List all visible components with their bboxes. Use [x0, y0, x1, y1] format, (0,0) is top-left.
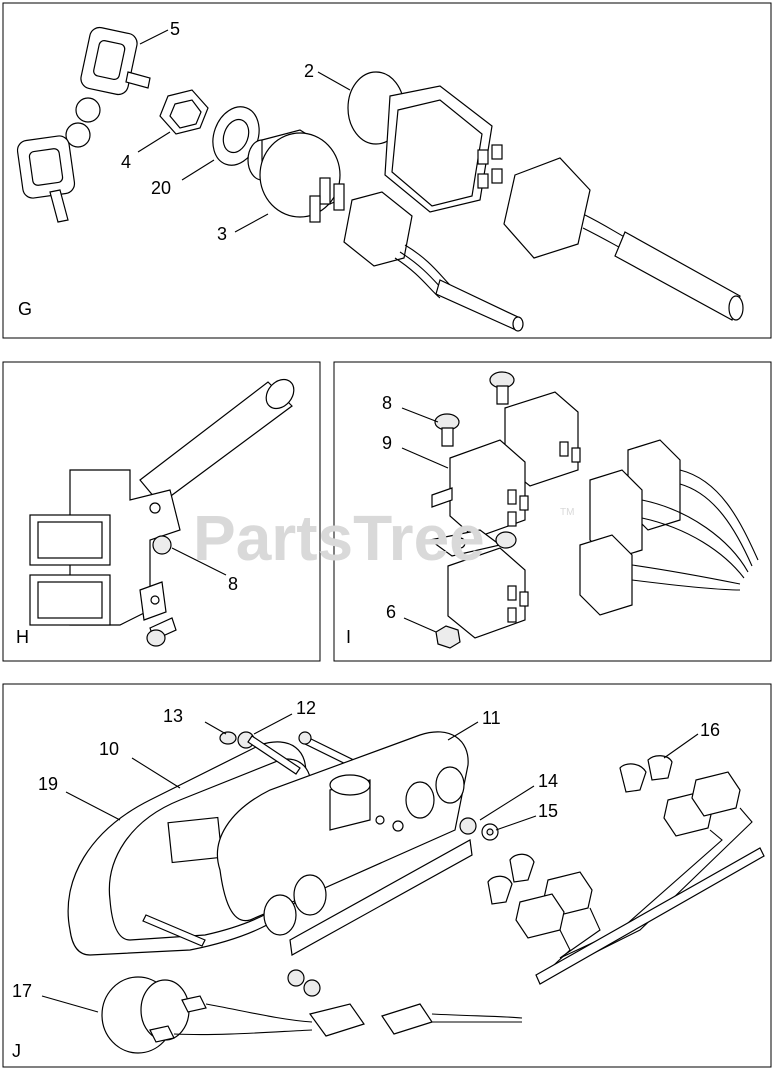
panel-h: 8 H: [2, 361, 321, 662]
panel-i: 8 9 6 I: [333, 361, 772, 662]
rocker-switch-part: [347, 71, 503, 213]
relay-bracket-part: [29, 469, 181, 626]
lock-washer-part: [212, 106, 260, 166]
callout-g20: 20: [151, 178, 171, 198]
rocker-connector-harness: [503, 157, 744, 321]
callout-j12: 12: [296, 698, 316, 718]
relay-connector-harness: [579, 439, 759, 616]
callout-h8: 8: [228, 574, 238, 594]
bolt-part: [146, 535, 177, 647]
callout-g2: 2: [304, 61, 314, 81]
bulb-socket-harness-part: [487, 755, 765, 985]
callout-j11: 11: [482, 708, 501, 728]
panel-h-letter: H: [16, 627, 29, 647]
ignition-keys-part: [16, 26, 151, 223]
callout-j10: 10: [99, 739, 119, 759]
callout-g5: 5: [170, 19, 180, 39]
callout-j16: 16: [700, 720, 720, 740]
callout-i9: 9: [382, 433, 392, 453]
ignition-connector-harness: [343, 191, 524, 332]
callout-j19: 19: [38, 774, 58, 794]
panel-g: 5 2 4 20 3 G: [2, 2, 772, 339]
panel-j: 13 12 11 10 19 16 14 15 17 J: [2, 683, 772, 1068]
callout-j17: 17: [12, 981, 32, 1001]
hex-nut-part: [159, 89, 209, 135]
pigtail-socket-part: [101, 976, 523, 1054]
callout-j14: 14: [538, 771, 558, 791]
panel-i-letter: I: [346, 627, 351, 647]
panel-j-letter: J: [12, 1041, 21, 1061]
callout-j15: 15: [538, 801, 558, 821]
relay-part: [428, 391, 581, 639]
relay-bolt-part: [434, 371, 515, 447]
callout-i6: 6: [386, 602, 396, 622]
lamp-housing-part: [216, 731, 473, 956]
callout-g3: 3: [217, 224, 227, 244]
callout-j13: 13: [163, 706, 183, 726]
callout-g4: 4: [121, 152, 131, 172]
ignition-switch-part: [247, 129, 345, 223]
watermark: PartsTree: [193, 502, 485, 574]
watermark-tm: TM: [560, 507, 574, 518]
panel-g-letter: G: [18, 299, 32, 319]
callout-i8: 8: [382, 393, 392, 413]
